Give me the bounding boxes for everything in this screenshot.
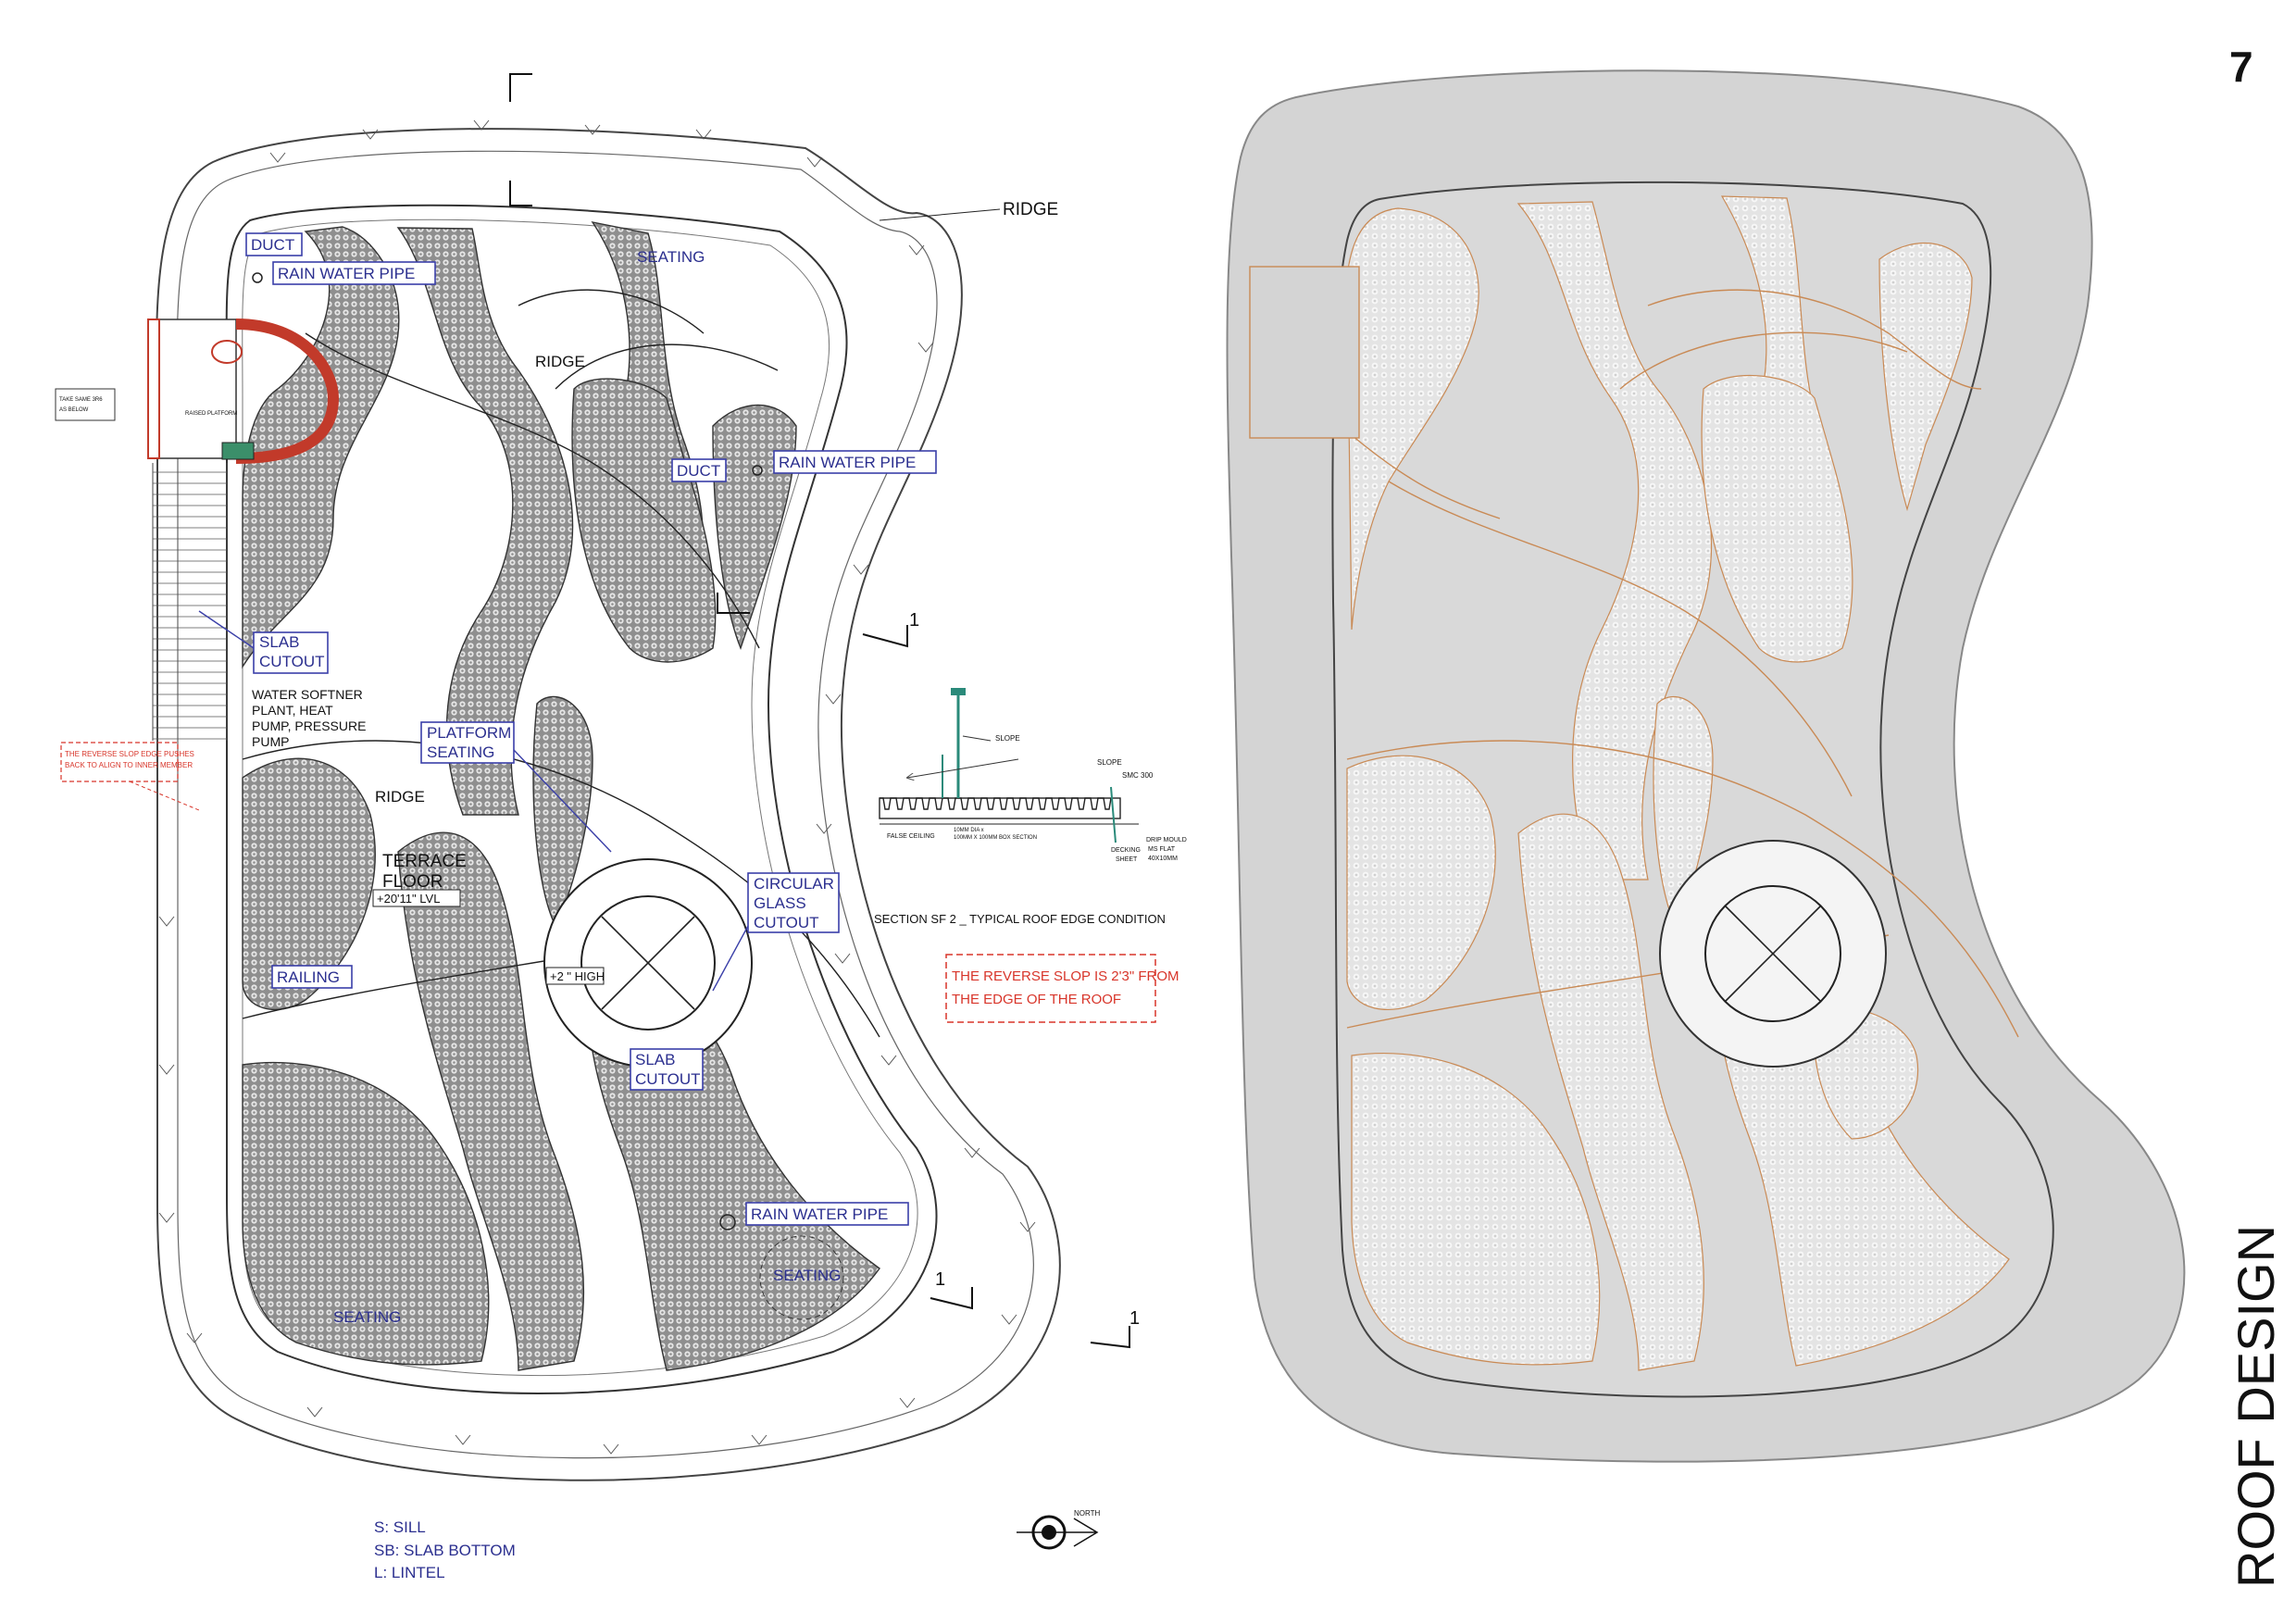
render-platform-block bbox=[1249, 266, 1360, 439]
render-glass-cutout bbox=[1659, 840, 1887, 1068]
slab-cutout-2-line1: SLAB bbox=[635, 1051, 675, 1068]
take-same-note-1: TAKE SAME 3R6 bbox=[59, 397, 103, 403]
rain-water-pipe-label-1: RAIN WATER PIPE bbox=[278, 265, 415, 282]
reverse-slope-small-2: BACK TO ALIGN TO INNER MEMBER bbox=[65, 761, 193, 769]
section-detail: SLOPE SLOPE SMC 300 FALSE CEILING DECKIN… bbox=[874, 688, 1187, 926]
terrace-level: +20'11" LVL bbox=[377, 892, 440, 906]
reverse-slope-note: THE REVERSE SLOP IS 2'3" FROM THE EDGE O… bbox=[945, 954, 1179, 1023]
railing-label: RAILING bbox=[277, 968, 340, 986]
legend-slab-bottom: SB: SLAB BOTTOM bbox=[374, 1542, 516, 1559]
reverse-slope-small-1: THE REVERSE SLOP EDGE PUSHES bbox=[65, 750, 194, 758]
section-drip-3: 40X10MM bbox=[1148, 856, 1178, 862]
legend-lintel: L: LINTEL bbox=[374, 1564, 445, 1581]
plan-outer-edge bbox=[156, 128, 1061, 1481]
rendered-roof-plan bbox=[1226, 69, 2186, 1463]
section-slope-1: SLOPE bbox=[995, 734, 1020, 743]
section-note-1: 10MM DIA x bbox=[954, 828, 984, 833]
water-softener-line1: WATER SOFTNER bbox=[252, 687, 363, 702]
section-title: SECTION SF 2 _ TYPICAL ROOF EDGE CONDITI… bbox=[874, 912, 1166, 926]
page-title: ROOF DESIGN bbox=[2227, 1225, 2285, 1588]
legend-sill: S: SILL bbox=[374, 1518, 426, 1536]
north-arrow-icon: NORTH bbox=[1017, 1509, 1101, 1550]
water-softener-line3: PUMP, PRESSURE bbox=[252, 718, 366, 733]
section-false-ceiling: FALSE CEILING bbox=[887, 833, 935, 840]
north-label: NORTH bbox=[1074, 1509, 1101, 1518]
technical-roof-plan: RAISED PLATFORM TAKE SAME 3R6 AS BELOW bbox=[55, 73, 1140, 1481]
section-slope-2: SLOPE bbox=[1097, 758, 1122, 767]
circular-glass-line1: CIRCULAR bbox=[754, 875, 834, 893]
rain-water-pipe-label-2: RAIN WATER PIPE bbox=[779, 454, 916, 471]
terrace-floor-line2: FLOOR bbox=[382, 872, 443, 892]
circular-glass-cutout bbox=[543, 858, 753, 1068]
duct-label-1: DUCT bbox=[251, 236, 294, 254]
section-marker-1b: 1 bbox=[935, 1269, 945, 1290]
raised-platform-label: RAISED PLATFORM bbox=[185, 411, 237, 417]
circular-glass-line2: GLASS bbox=[754, 894, 806, 912]
section-markers bbox=[509, 73, 1130, 1349]
ridge-label-left: RIDGE bbox=[375, 788, 425, 806]
hatched-roof-pattern bbox=[242, 220, 880, 1371]
water-softener-line2: PLANT, HEAT bbox=[252, 703, 333, 718]
section-marker-1c: 1 bbox=[1129, 1308, 1140, 1329]
high-note: +2 " HIGH bbox=[550, 969, 605, 983]
plan-inner-edge-2 bbox=[242, 219, 918, 1377]
drainage-arrows bbox=[158, 119, 1036, 1455]
terrace-floor-line1: TERRACE bbox=[382, 852, 467, 871]
page-number: 7 bbox=[2229, 43, 2253, 91]
platform-seating-line2: SEATING bbox=[427, 743, 494, 761]
section-drip-1: DRIP MOULD bbox=[1146, 837, 1187, 843]
seating-label-top: SEATING bbox=[637, 248, 705, 266]
take-same-note-2: AS BELOW bbox=[59, 407, 89, 413]
section-marker-1a: 1 bbox=[909, 610, 919, 631]
raised-platform: RAISED PLATFORM TAKE SAME 3R6 AS BELOW bbox=[55, 319, 340, 741]
slab-cutout-1-line1: SLAB bbox=[259, 633, 299, 651]
water-softener-line4: PUMP bbox=[252, 734, 289, 749]
ridge-label-mid: RIDGE bbox=[535, 353, 585, 370]
render-hatched-pattern bbox=[1346, 195, 2010, 1371]
duct-label-2: DUCT bbox=[677, 462, 720, 480]
platform-seating-line1: PLATFORM bbox=[427, 724, 511, 742]
ridge-label-top: RIDGE bbox=[1003, 200, 1058, 219]
rain-water-pipe-label-3: RAIN WATER PIPE bbox=[751, 1206, 888, 1223]
seating-label-bottom-right: SEATING bbox=[773, 1267, 841, 1284]
slab-cutout-1-line2: CUTOUT bbox=[259, 653, 325, 670]
stair-treads bbox=[153, 471, 227, 740]
section-note-2: 100MM X 100MM BOX SECTION bbox=[954, 835, 1037, 841]
reverse-slope-note-line1: THE REVERSE SLOP IS 2'3" FROM bbox=[952, 968, 1179, 984]
seating-label-bottom-left: SEATING bbox=[333, 1308, 401, 1326]
section-smc: SMC 300 bbox=[1122, 771, 1154, 780]
legend: S: SILL SB: SLAB BOTTOM L: LINTEL bbox=[374, 1518, 516, 1581]
section-decking-2: SHEET bbox=[1116, 856, 1138, 863]
reverse-slope-note-line2: THE EDGE OF THE ROOF bbox=[952, 992, 1121, 1007]
section-decking-1: DECKING bbox=[1111, 847, 1141, 854]
plan-outer-edge-inner bbox=[176, 150, 1034, 1459]
section-drip-2: MS FLAT bbox=[1148, 846, 1176, 853]
slab-cutout-2-line2: CUTOUT bbox=[635, 1070, 701, 1088]
circular-glass-line3: CUTOUT bbox=[754, 914, 819, 931]
